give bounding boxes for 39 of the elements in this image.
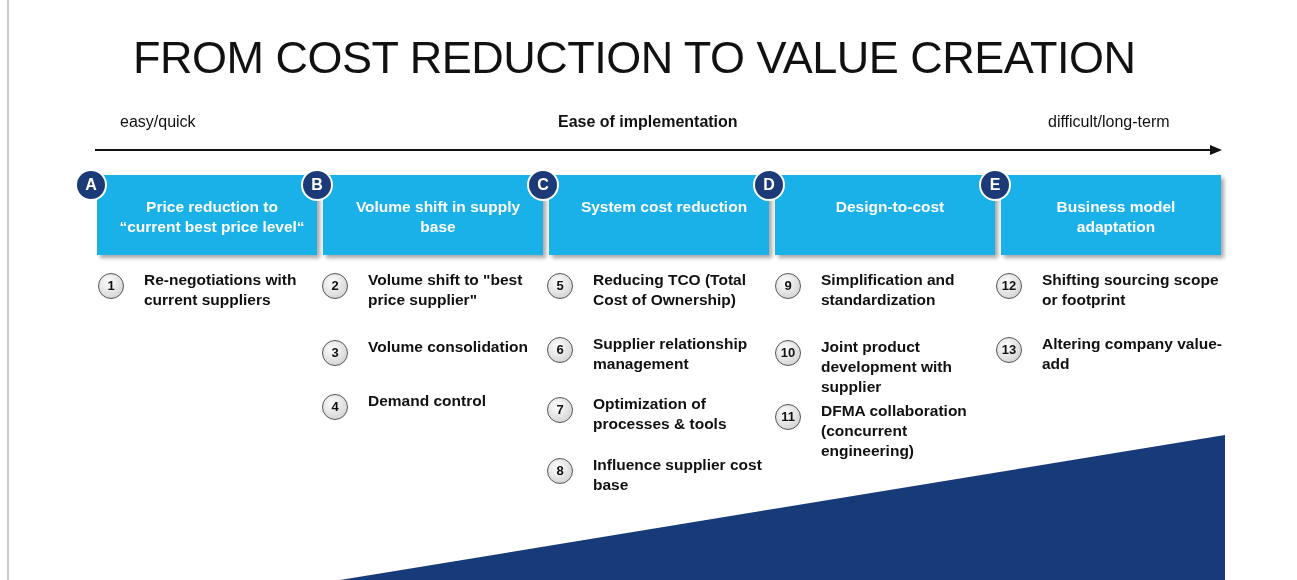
box-heading: System cost reduction (579, 197, 749, 217)
number-badge: 1 (98, 273, 124, 299)
box-heading: Design-to-cost (834, 197, 946, 217)
letter-badge: A (75, 169, 107, 201)
number-badge: 7 (547, 397, 573, 423)
letter-badge: E (979, 169, 1011, 201)
number-badge: 11 (775, 404, 801, 430)
item-text: Influence supplier cost base (593, 455, 763, 495)
number-badge: 3 (322, 340, 348, 366)
number-badge: 5 (547, 273, 573, 299)
item-text: Altering company value-add (1042, 334, 1222, 374)
number-badge: 4 (322, 394, 348, 420)
item-text: Reducing TCO (Total Cost of Ownership) (593, 270, 747, 310)
title: FROM COST REDUCTION TO VALUE CREATION (133, 32, 1136, 84)
axis-label: easy/quick (120, 113, 196, 131)
item-text: Volume consolidation (368, 337, 529, 357)
letter-badge: D (753, 169, 785, 201)
number-badge: 10 (775, 340, 801, 366)
item-text: Supplier relationship management (593, 334, 749, 374)
number-badge: 13 (996, 337, 1022, 363)
box-heading: Volume shift in supply base (354, 197, 522, 237)
item-text: Re-negotiations with current suppliers (144, 270, 298, 310)
letter-badge: B (301, 169, 333, 201)
number-badge: 12 (996, 273, 1022, 299)
item-text: Optimization of processes & tools (593, 394, 728, 434)
axis-label: Ease of implementation (558, 113, 738, 131)
axis-label: difficult/long-term (1048, 113, 1170, 131)
item-text: Demand control (368, 391, 487, 411)
number-badge: 6 (547, 337, 573, 363)
item-text: DFMA collaboration (concurrent engineering) (821, 401, 968, 461)
box-heading: Business model adaptation (1055, 197, 1177, 237)
number-badge: 8 (547, 458, 573, 484)
item-text: Shifting sourcing scope or footprint (1042, 270, 1220, 310)
number-badge: 9 (775, 273, 801, 299)
number-badge: 2 (322, 273, 348, 299)
item-text: Simplification and standardization (821, 270, 956, 310)
item-text: Joint product development with supplier (821, 337, 953, 397)
letter-badge: C (527, 169, 559, 201)
item-text: Volume shift to "best price supplier" (368, 270, 524, 310)
